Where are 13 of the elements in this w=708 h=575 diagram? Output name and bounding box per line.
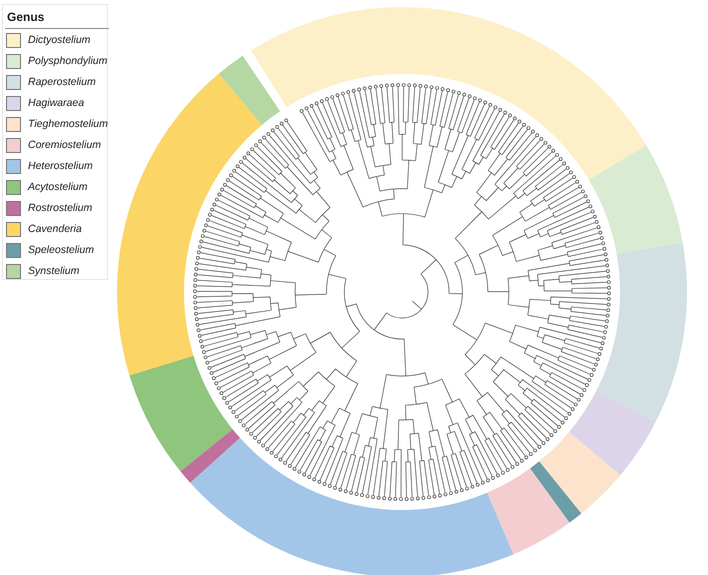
legend-label: Hagiwaraea [28, 97, 84, 109]
legend-title: Genus [7, 10, 44, 24]
legend-label: Heterostelium [28, 160, 93, 172]
legend-label: Acytostelium [28, 181, 88, 193]
legend-label: Coremiostelium [28, 139, 101, 151]
legend-label: Tieghemostelium [28, 118, 108, 130]
legend-label: Raperostelium [28, 76, 96, 88]
legend-label: Dictyostelium [28, 34, 90, 46]
legend-label: Rostrostelium [28, 202, 92, 214]
legend-label: Cavenderia [28, 223, 82, 235]
legend-label: Synstelium [28, 265, 80, 277]
legend-label: Speleostelium [28, 244, 94, 256]
legend-label: Polysphondylium [28, 55, 108, 67]
